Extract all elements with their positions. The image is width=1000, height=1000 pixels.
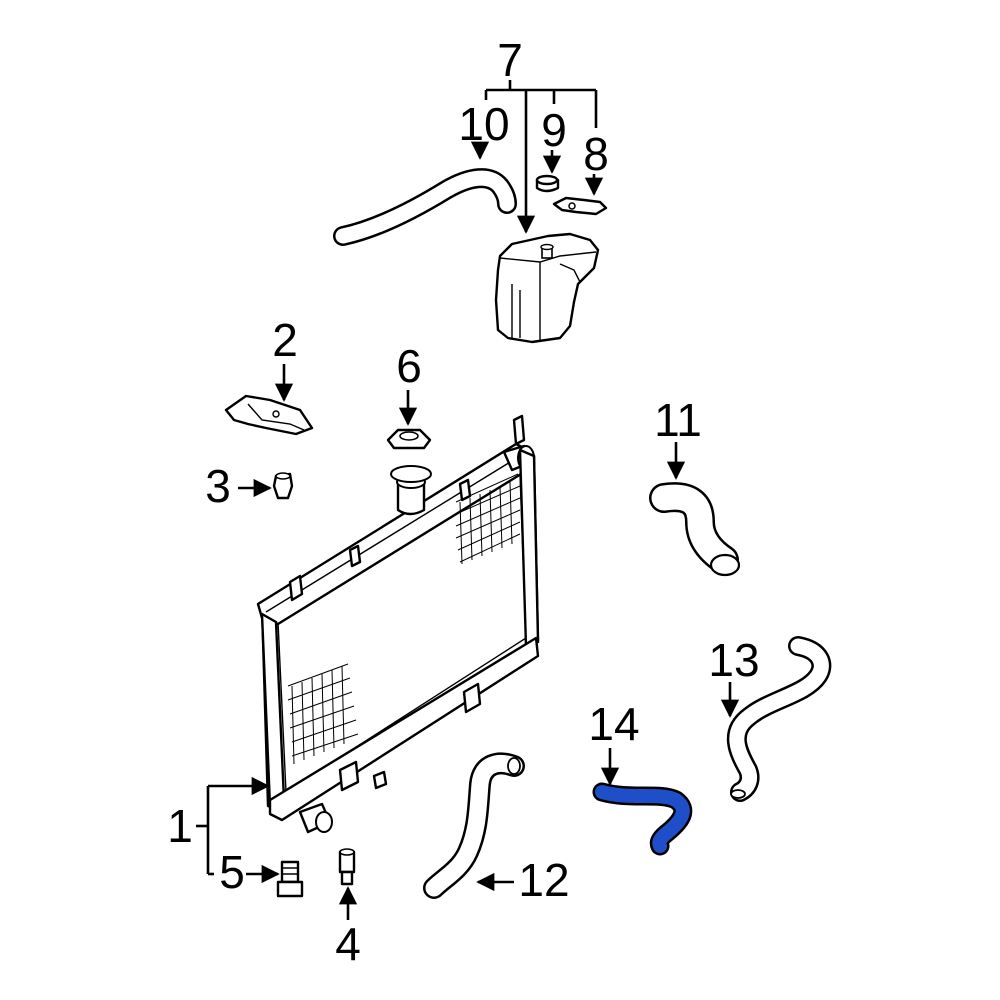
callout-10: 10 bbox=[458, 98, 509, 150]
reservoir-cap-part-9 bbox=[535, 174, 560, 193]
callout-11: 11 bbox=[654, 394, 702, 446]
callout-7: 7 bbox=[497, 34, 523, 86]
callout-6-group: 6 bbox=[396, 340, 422, 426]
callout-8-group: 8 bbox=[583, 128, 609, 196]
drain-plug-part-4 bbox=[338, 848, 356, 886]
callout-7-group: 7 bbox=[484, 34, 598, 234]
callout-6: 6 bbox=[396, 340, 422, 392]
callout-12: 12 bbox=[518, 854, 569, 906]
callout-1-group: 1 bbox=[167, 776, 270, 876]
radiator-cap-part-6 bbox=[386, 428, 432, 450]
mount-bolt-part-5 bbox=[276, 860, 304, 898]
reservoir-bracket-part-8 bbox=[552, 196, 608, 216]
radiator-core-mesh-lower bbox=[287, 663, 359, 765]
callout-5-group: 5 bbox=[219, 846, 280, 898]
callout-5: 5 bbox=[219, 846, 245, 898]
radiator-part-1 bbox=[256, 414, 540, 834]
overflow-hose-part-10 bbox=[333, 168, 517, 246]
callout-3-group: 3 bbox=[205, 460, 272, 512]
hose-14-fill bbox=[595, 785, 690, 853]
heater-hose-part-14-highlighted bbox=[592, 782, 693, 856]
callout-9: 9 bbox=[541, 104, 567, 156]
callout-4: 4 bbox=[335, 918, 361, 970]
radiator-core-mesh-upper bbox=[455, 473, 521, 565]
callout-11-group: 11 bbox=[654, 394, 702, 480]
callout-2-group: 2 bbox=[272, 314, 298, 402]
callout-13-group: 13 bbox=[708, 634, 760, 718]
callout-9-group: 9 bbox=[541, 104, 567, 174]
callout-14: 14 bbox=[588, 698, 639, 750]
bypass-hose-part-13 bbox=[726, 636, 832, 802]
callout-4-group: 4 bbox=[335, 886, 361, 970]
lower-radiator-hose-part-12 bbox=[423, 752, 525, 899]
callout-1: 1 bbox=[167, 800, 193, 852]
upper-radiator-hose-part-11 bbox=[649, 482, 741, 577]
callout-3: 3 bbox=[205, 460, 231, 512]
coolant-reservoir-part-7 bbox=[494, 232, 600, 344]
mount-bushing-part-3 bbox=[272, 472, 294, 500]
callout-14-group: 14 bbox=[588, 698, 640, 786]
callout-12-group: 12 bbox=[476, 854, 570, 906]
callout-8: 8 bbox=[583, 128, 609, 180]
upper-mount-bracket-part-2 bbox=[224, 394, 314, 436]
callout-10-group: 10 bbox=[458, 98, 510, 160]
callout-13: 13 bbox=[708, 634, 759, 686]
callout-2: 2 bbox=[272, 314, 298, 366]
